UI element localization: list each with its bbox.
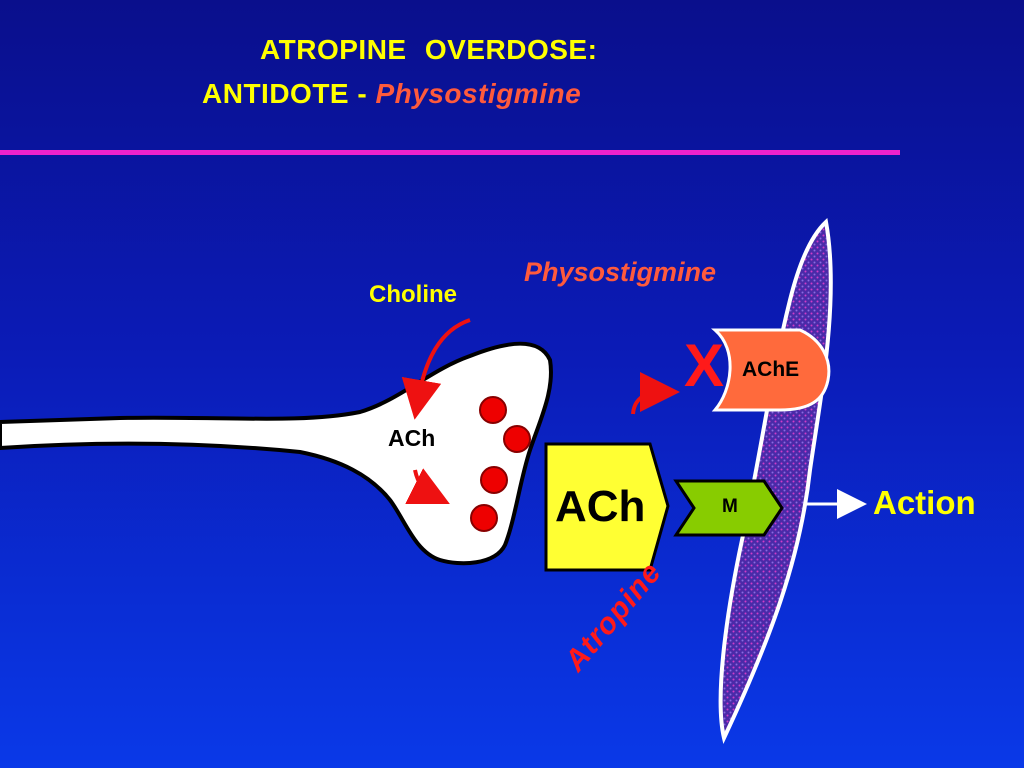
receptor-label: M [722, 496, 738, 517]
block-x-mark: X [684, 332, 725, 399]
antidote-drug-name: Physostigmine [375, 78, 582, 109]
vesicle [470, 504, 498, 532]
vesicle [480, 466, 508, 494]
vesicle [479, 396, 507, 424]
action-label: Action [873, 484, 976, 521]
vesicle [503, 425, 531, 453]
ach-storage-arrow [405, 468, 450, 504]
choline-label: Choline [369, 281, 457, 308]
ach-to-ache-arrow [631, 372, 680, 415]
physostigmine-label: Physostigmine [524, 257, 717, 287]
title-divider [0, 150, 900, 155]
choline-uptake-arrow [401, 318, 471, 420]
ach-block [544, 442, 670, 572]
ache-enzyme [710, 328, 831, 412]
ach-released-label: ACh [555, 482, 646, 531]
ache-label: AChE [742, 358, 800, 381]
slide-title-line2: ANTIDOTE - Physostigmine [202, 78, 581, 110]
ach-vesicle-label: ACh [388, 425, 436, 451]
muscarinic-receptor [673, 479, 784, 537]
slide-title-line1: ATROPINE OVERDOSE: [260, 34, 598, 65]
antidote-label: ANTIDOTE - [202, 78, 376, 109]
nerve-terminal [0, 341, 553, 566]
